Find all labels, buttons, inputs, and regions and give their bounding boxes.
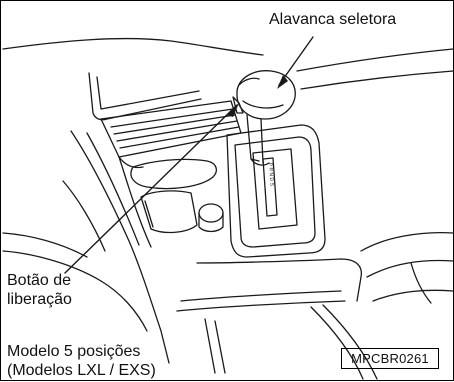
release-button-label-line1: Botão de <box>7 272 72 289</box>
storage-tray <box>100 100 242 169</box>
release-button-label-line2: liberação <box>7 291 72 308</box>
shift-knob <box>232 70 296 120</box>
release-button-callout: Botão de liberação <box>7 271 72 309</box>
console-left-wall <box>62 130 170 364</box>
dashboard-trim <box>2 37 454 121</box>
leader-arrowheads <box>227 75 288 117</box>
figure-caption: Modelo 5 posições (Modelos LXL / EXS) <box>7 342 156 380</box>
armrest <box>176 258 378 380</box>
caption-line2: (Modelos LXL / EXS) <box>7 362 156 379</box>
shifter-shaft <box>246 114 270 166</box>
reference-code-box: MPCBR0261 <box>341 348 439 369</box>
shift-gate-surround <box>226 124 326 258</box>
right-seat <box>360 231 454 304</box>
gear-indicator-strip <box>262 157 278 217</box>
console-knob <box>198 203 224 233</box>
caption-line1: Modelo 5 posições <box>7 343 141 360</box>
left-seat <box>2 232 148 332</box>
selector-lever-callout: Alavanca seletora <box>269 11 397 28</box>
